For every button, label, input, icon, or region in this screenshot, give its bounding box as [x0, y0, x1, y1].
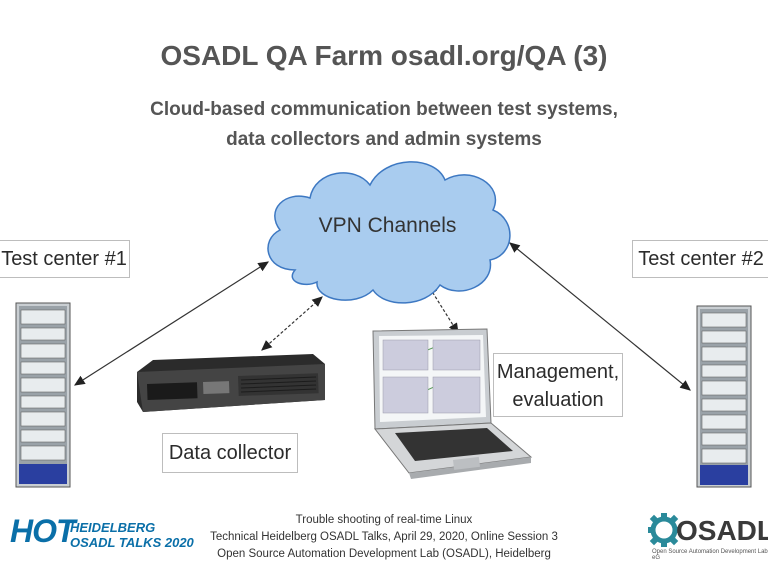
- arrow-testcenter2-cloud: [509, 242, 691, 391]
- arrow-testcenter1-cloud: [73, 261, 270, 386]
- osadl-gear-icon: [648, 513, 680, 547]
- footer-line-1: Trouble shooting of real-time Linux: [295, 514, 473, 526]
- laptop-icon: [372, 328, 533, 479]
- footer: Trouble shooting of real-time Linux Tech…: [160, 512, 608, 563]
- subtitle-line-2: data collectors and admin systems: [226, 129, 542, 150]
- management-label: Management, evaluation: [493, 353, 623, 417]
- management-line-1: Management,: [496, 361, 620, 383]
- osadl-logo-text: OSADL: [676, 515, 768, 546]
- vpn-cloud-icon: [267, 161, 511, 304]
- subtitle-line-1: Cloud-based communication between test s…: [150, 99, 618, 120]
- management-line-2: evaluation: [512, 389, 604, 411]
- arrow-datacollector-cloud: [261, 296, 323, 351]
- data-collector-label: Data collector: [162, 433, 298, 473]
- slide-subtitle: Cloud-based communication between test s…: [0, 95, 768, 155]
- footer-line-3: Open Source Automation Development Lab (…: [217, 548, 551, 560]
- osadl-logo-subtitle: Open Source Automation Development Lab e…: [652, 549, 768, 561]
- hot-logo-line-1: HEIDELBERG: [70, 520, 156, 535]
- rack-left-icon: [15, 302, 71, 488]
- server-icon: [137, 354, 325, 412]
- rack-right-icon: [696, 305, 752, 488]
- test-center-2-label: Test center #2: [632, 240, 768, 278]
- test-center-1-label: Test center #1: [0, 240, 130, 278]
- cloud-label: VPN Channels: [318, 214, 457, 237]
- hot-logo-line-2: OSADL TALKS 2020: [70, 535, 194, 550]
- slide-title: OSADL QA Farm osadl.org/QA (3): [160, 40, 608, 71]
- footer-line-2: Technical Heidelberg OSADL Talks, April …: [210, 531, 558, 543]
- hot-logo-text: HOT: [10, 513, 76, 549]
